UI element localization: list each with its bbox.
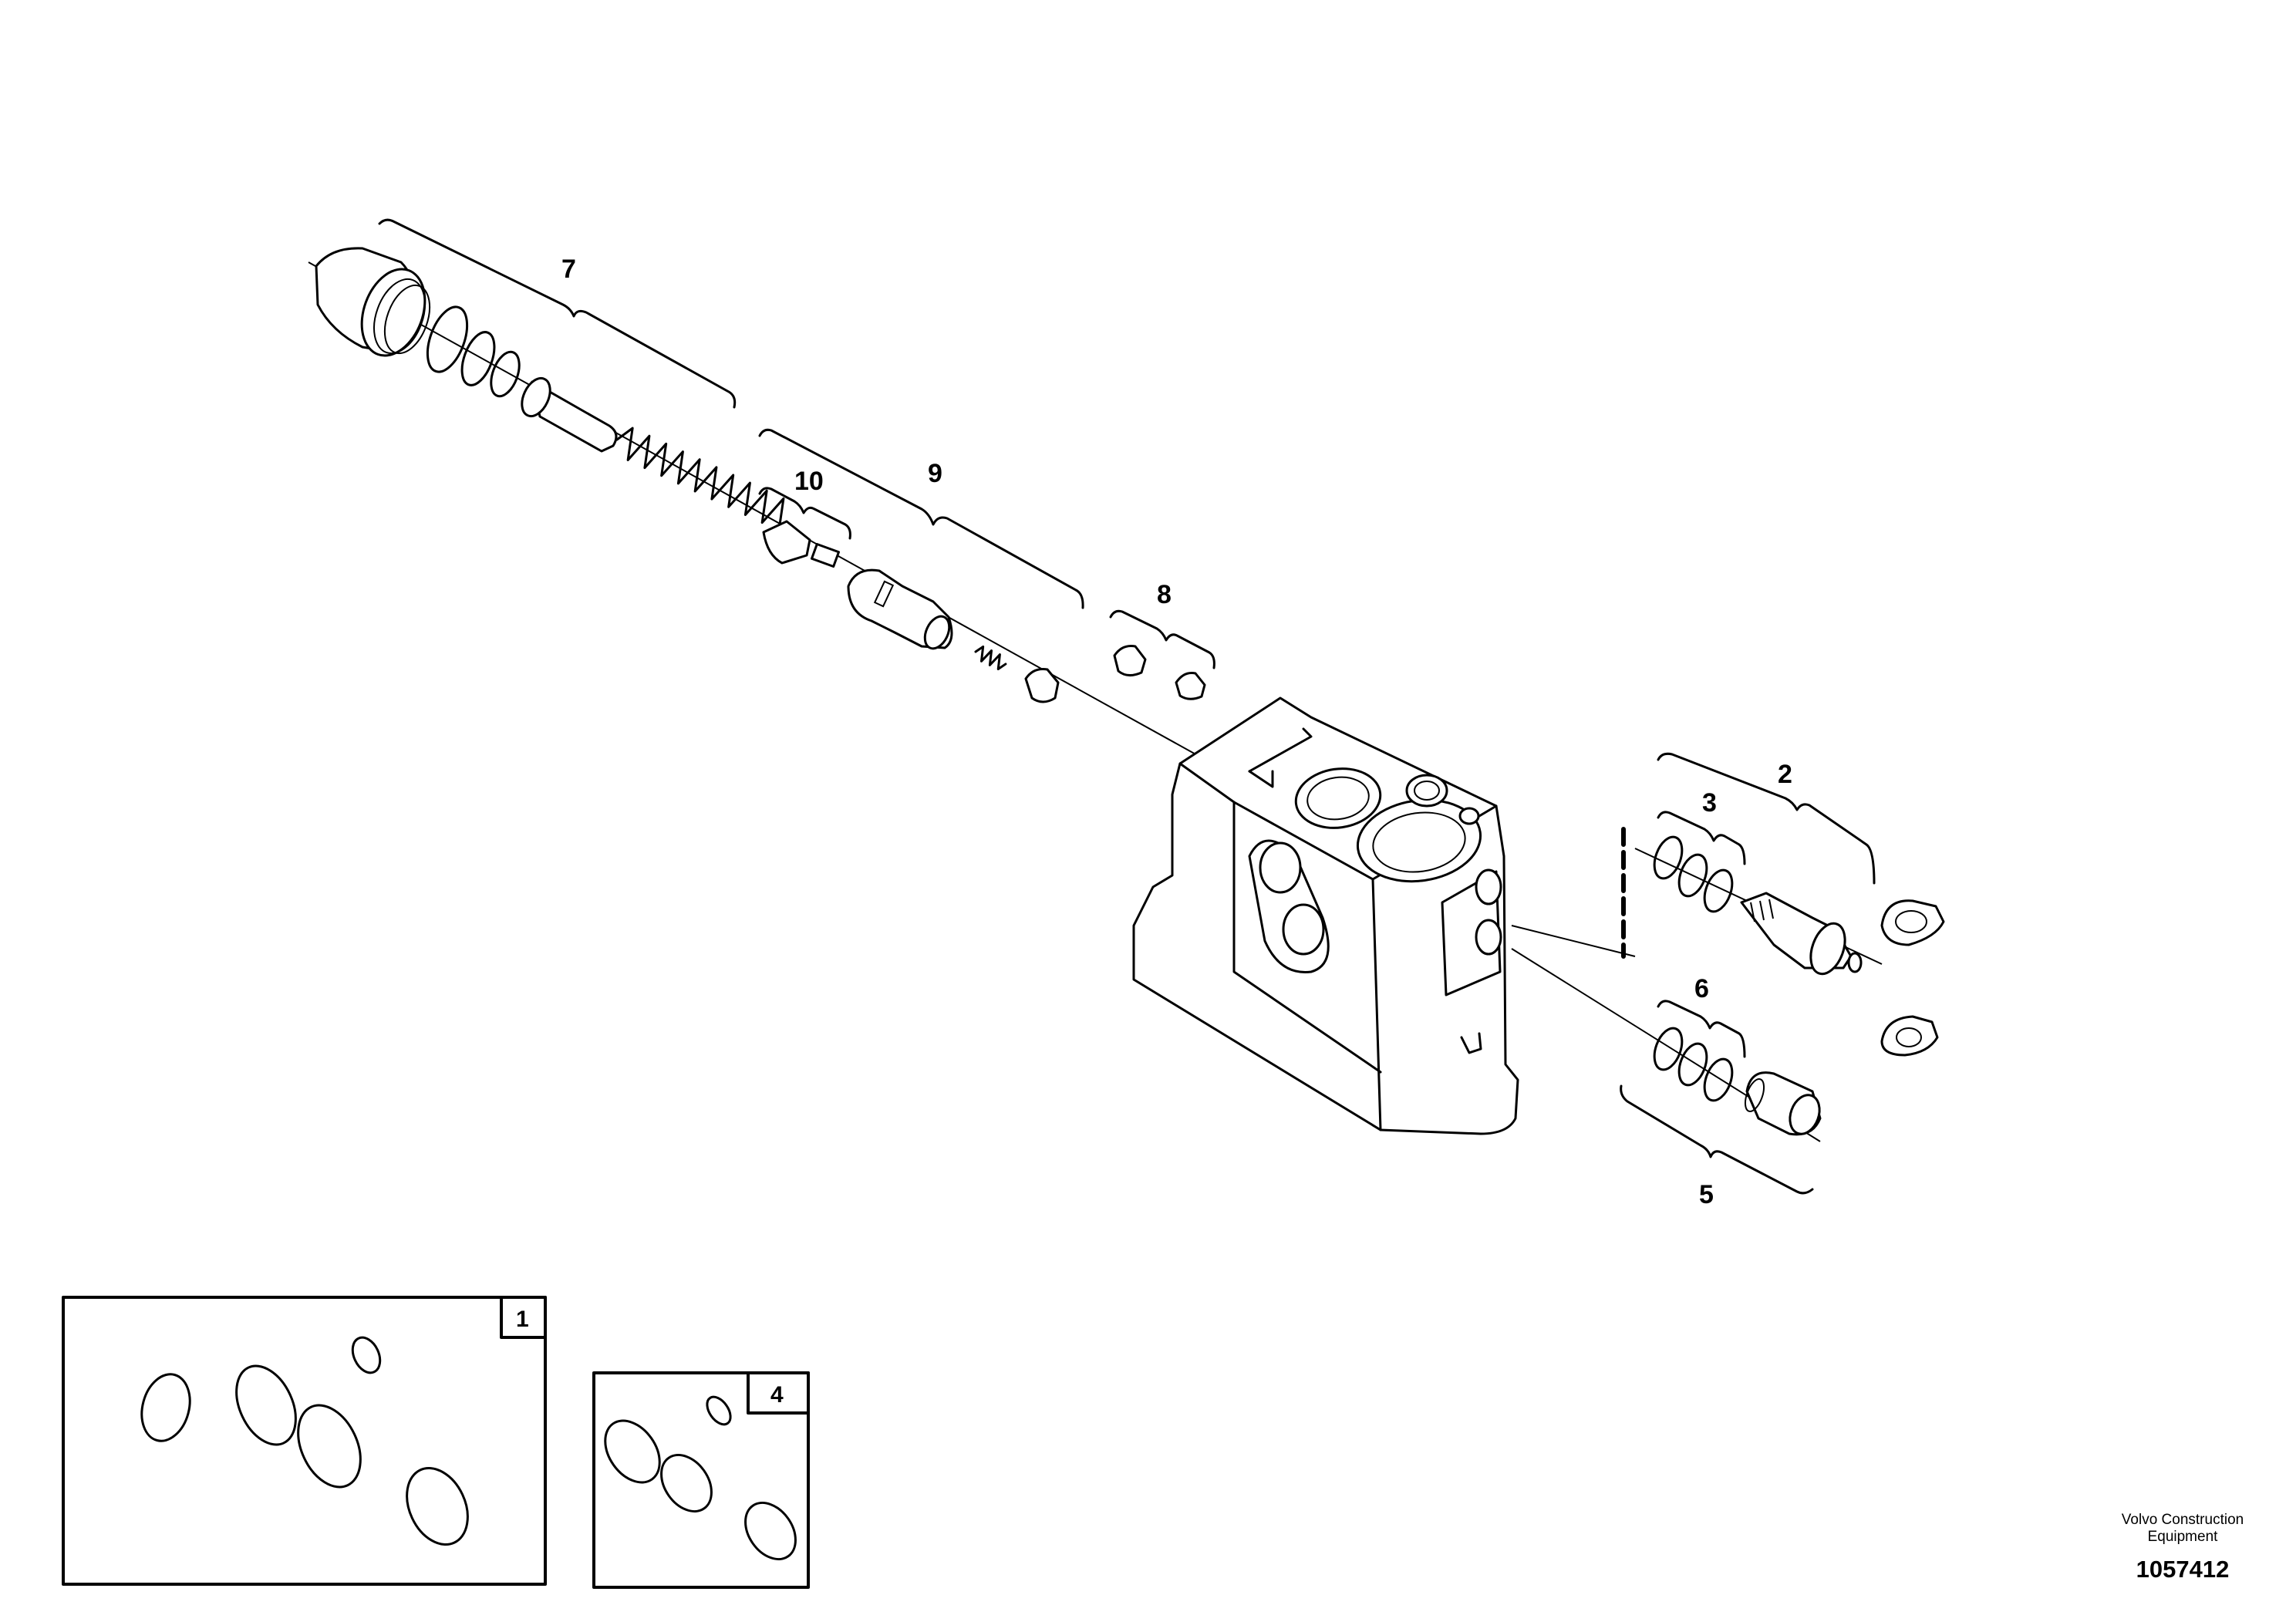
part-group-9: 9 10 <box>758 428 1084 703</box>
pilot-cap <box>315 247 431 357</box>
kit-1-number: 1 <box>516 1307 529 1332</box>
kit-box-4: 4 <box>592 1371 810 1589</box>
small-spring-9 <box>974 645 1007 670</box>
callout-8: 8 <box>1157 580 1172 609</box>
side-ports-left <box>1248 839 1330 973</box>
spring <box>615 427 785 532</box>
bracket-10 <box>758 487 851 540</box>
bracket-9 <box>758 428 1084 609</box>
callout-9: 9 <box>928 459 942 488</box>
callout-3: 3 <box>1702 788 1717 818</box>
o-ring <box>660 1454 713 1512</box>
cap-side <box>1880 1015 1939 1057</box>
plug-5 <box>1744 1071 1822 1136</box>
o-ring <box>604 1419 661 1484</box>
side-ports-right <box>1441 868 1502 996</box>
o-ring <box>297 1404 362 1489</box>
part-group-2: 2 3 <box>1653 752 1945 1057</box>
o-rings-7 <box>426 305 521 398</box>
part-group-8: 8 <box>1109 580 1215 700</box>
o-ring <box>406 1466 469 1546</box>
o-rings-6 <box>1653 1027 1734 1102</box>
document-number: 1057412 <box>2136 1556 2230 1583</box>
bracket-6 <box>1657 1000 1746 1058</box>
plug-8b <box>1175 672 1206 700</box>
callout-6: 6 <box>1694 974 1709 1003</box>
callout-7: 7 <box>561 255 576 284</box>
callout-5: 5 <box>1699 1180 1714 1209</box>
part-group-5: 6 5 <box>1620 974 1822 1209</box>
valve-housing <box>1132 696 1519 1135</box>
plunger-10 <box>762 520 841 568</box>
top-ports <box>1294 767 1482 883</box>
bracket-2 <box>1657 752 1876 885</box>
plug-9 <box>1024 668 1060 703</box>
brand-name: Volvo Construction Equipment <box>2082 1512 2283 1546</box>
piston <box>521 376 618 453</box>
bracket-3 <box>1657 811 1746 865</box>
spool-body <box>847 568 953 650</box>
plug-8a <box>1113 645 1147 676</box>
o-ring <box>140 1373 191 1442</box>
o-ring <box>706 1395 732 1426</box>
o-ring <box>235 1364 297 1446</box>
kit-4-number: 4 <box>770 1382 784 1408</box>
o-rings-3 <box>1653 835 1734 913</box>
brand-line-1: Volvo Construction <box>2121 1512 2244 1528</box>
relief-valve <box>1740 892 1863 976</box>
bracket-8 <box>1109 609 1215 669</box>
housing-outline <box>1132 696 1519 1135</box>
brand-line-2: Equipment <box>2147 1529 2218 1545</box>
kit-box-1: 1 <box>62 1296 547 1586</box>
callout-10: 10 <box>794 467 824 496</box>
bracket-5 <box>1620 1084 1814 1195</box>
cap-2 <box>1880 899 1945 946</box>
part-group-7: 7 <box>315 218 785 532</box>
o-ring <box>744 1502 797 1560</box>
bracket-7 <box>378 218 737 409</box>
callout-2: 2 <box>1778 760 1792 789</box>
o-ring <box>351 1336 382 1374</box>
